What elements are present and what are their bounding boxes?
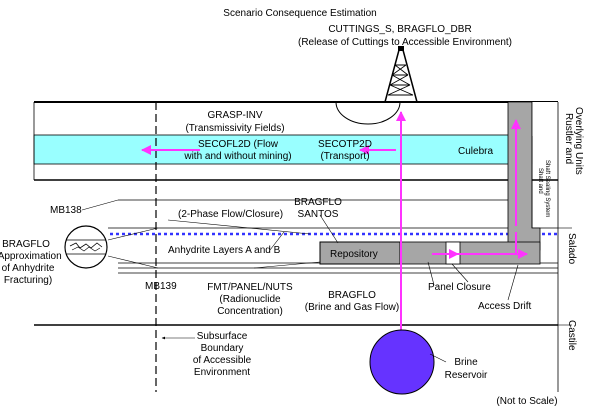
unit-rustler-label-line2: Overlying Units: [573, 107, 584, 175]
grasp-label-line1: GRASP-INV: [207, 110, 262, 121]
secofl-label-line2: with and without mining): [183, 151, 291, 162]
bragflo-santos-label-line1: BRAGFLO: [294, 197, 342, 208]
panel-closure-label: Panel Closure: [428, 282, 491, 293]
fmt-label-line2: (Radionuclide: [219, 294, 281, 305]
culebra-label: Culebra: [458, 146, 493, 157]
diagram-title: Scenario Consequence Estimation: [223, 8, 376, 19]
brine-gas-label-line2: (Brine and Gas Flow): [305, 302, 399, 313]
culebra-layer: [33, 134, 533, 165]
shaft-label-line1: Shaft and: [537, 168, 543, 194]
repository-label: Repository: [330, 249, 378, 260]
unit-rustler-label-line1: Rustler and: [563, 113, 574, 164]
mb139-label: MB139: [145, 281, 177, 292]
subsurface-boundary-label-line1: Subsurface: [197, 331, 248, 342]
cuttings-label-line1: CUTTINGS_S, BRAGFLO_DBR: [328, 24, 471, 35]
unit-castile-label: Castile: [566, 320, 577, 351]
bragflo-fracture-label-line3: of Anhydrite: [2, 263, 55, 274]
subsurface-boundary-label-line4: Environment: [194, 367, 250, 378]
fmt-label-line1: FMT/PANEL/NUTS: [207, 282, 293, 293]
bragflo-santos-label-line2: SANTOS: [298, 209, 339, 220]
secotp-label-line2: (Transport): [320, 151, 369, 162]
brine-reservoir: [369, 329, 435, 395]
unit-salado-label: Salado: [566, 233, 577, 265]
mb138-label: MB138: [50, 205, 82, 216]
two-phase-label: (2-Phase Flow/Closure): [178, 209, 283, 220]
cuttings-crater: [335, 101, 401, 125]
subsurface-boundary-label-line3: of Accessible: [193, 355, 252, 366]
bragflo-fracture-label-line1: BRAGFLO: [2, 239, 50, 250]
access-drift-label: Access Drift: [478, 301, 532, 312]
bragflo-fracture-label-line4: Fracturing): [4, 275, 52, 286]
cuttings-label-line2: (Release of Cuttings to Accessible Envir…: [298, 37, 512, 48]
brine-reservoir-label-line1: Brine: [454, 357, 478, 368]
grasp-label-line2: (Transmissivity Fields): [185, 123, 284, 134]
drill-rig-icon: [384, 46, 418, 103]
brine-reservoir-label-line2: Reservoir: [445, 370, 488, 381]
secofl-label-line1: SECOFL2D (Flow: [198, 139, 279, 150]
subsurface-boundary-label-line2: Boundary: [201, 343, 244, 354]
secotp-label-line1: SECOTP2D: [318, 139, 372, 150]
not-to-scale-label: (Not to Scale): [496, 396, 557, 407]
anhydrite-fracture-inset: [64, 225, 108, 269]
bragflo-fracture-label-line2: (Approximation: [0, 251, 62, 262]
shaft-label-line2: Shaft Sealing System: [544, 160, 550, 217]
anhydrite-label: Anhydrite Layers A and B: [168, 245, 281, 256]
brine-gas-label-line1: BRAGFLO: [328, 290, 376, 301]
fmt-label-line3: Concentration): [217, 306, 283, 317]
